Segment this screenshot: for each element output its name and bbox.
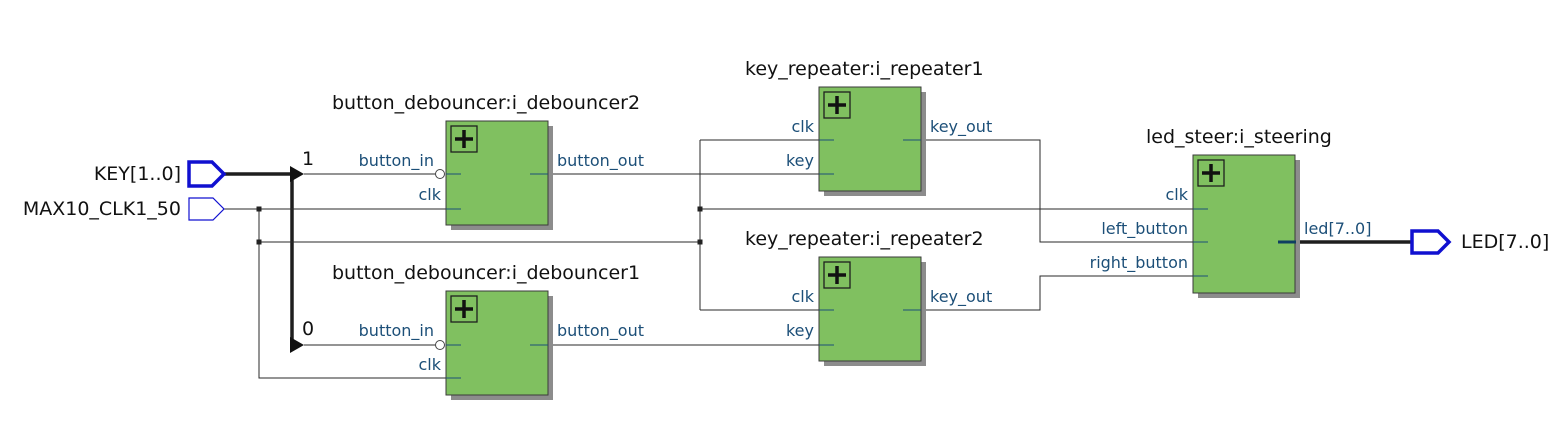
port-key: key	[786, 151, 814, 170]
net-key-out-1[interactable]	[921, 139, 1208, 243]
port-key: key	[786, 321, 814, 340]
block-repeater2[interactable]: key_repeater:i_repeater2 clk key key_out	[745, 228, 992, 366]
input-pin-icon	[188, 197, 225, 221]
port-button-in: button_in	[359, 321, 434, 341]
output-label-led: LED[7..0]	[1461, 231, 1549, 253]
port-clk: clk	[791, 117, 814, 136]
input-pin-clk[interactable]: MAX10_CLK1_50	[23, 197, 225, 221]
port-button-out: button_out	[557, 151, 644, 171]
port-clk: clk	[791, 287, 814, 306]
plus-icon[interactable]	[450, 295, 478, 323]
block-repeater1[interactable]: key_repeater:i_repeater1 clk key key_out	[745, 58, 992, 196]
plus-icon[interactable]	[823, 91, 851, 119]
port-button-in: button_in	[359, 151, 434, 171]
port-left-button: left_button	[1101, 219, 1188, 239]
port-right-button: right_button	[1090, 253, 1188, 273]
block-title: led_steer:i_steering	[1146, 126, 1332, 148]
output-pin-icon	[1410, 229, 1452, 255]
port-clk: clk	[418, 355, 441, 374]
port-clk: clk	[418, 185, 441, 204]
port-key-out: key_out	[930, 287, 992, 307]
wires	[224, 139, 1412, 379]
port-key-out: key_out	[930, 117, 992, 137]
block-title: key_repeater:i_repeater1	[745, 58, 984, 80]
input-pin-key[interactable]: KEY[1..0]	[94, 160, 227, 188]
inverter-bubble-icon	[435, 340, 445, 350]
plus-icon[interactable]	[450, 125, 478, 153]
plus-icon[interactable]	[823, 261, 851, 289]
block-title: button_debouncer:i_debouncer2	[332, 92, 640, 114]
junction-2	[256, 239, 262, 245]
junction-1	[256, 206, 262, 212]
bus-tap-arrow-0	[290, 337, 304, 353]
net-key-out-2[interactable]	[921, 275, 1208, 311]
bus-tap-label-0: 0	[302, 318, 314, 340]
port-button-out: button_out	[557, 321, 644, 341]
block-debouncer2[interactable]: button_debouncer:i_debouncer2 button_in …	[332, 92, 644, 230]
key-bus[interactable]	[224, 172, 296, 345]
block-title: key_repeater:i_repeater2	[745, 228, 984, 250]
block-title: button_debouncer:i_debouncer1	[332, 262, 640, 284]
net-clk-main[interactable]	[224, 139, 1208, 379]
junction-4	[697, 239, 703, 245]
plus-icon[interactable]	[1197, 159, 1225, 187]
input-label-key: KEY[1..0]	[94, 163, 181, 185]
port-led: led[7..0]	[1304, 219, 1371, 238]
port-clk: clk	[1165, 185, 1188, 204]
bus-tap-arrow-1	[290, 166, 304, 182]
output-pin-led[interactable]: LED[7..0]	[1410, 229, 1549, 255]
junction-3	[697, 206, 703, 212]
input-pin-icon	[187, 160, 227, 188]
block-debouncer1[interactable]: button_debouncer:i_debouncer1 button_in …	[332, 262, 644, 400]
inverter-bubble-icon	[435, 169, 445, 179]
bus-tap-label-1: 1	[302, 148, 314, 170]
block-steering[interactable]: led_steer:i_steering clk left_button rig…	[1090, 126, 1372, 298]
input-label-clk: MAX10_CLK1_50	[23, 198, 181, 220]
